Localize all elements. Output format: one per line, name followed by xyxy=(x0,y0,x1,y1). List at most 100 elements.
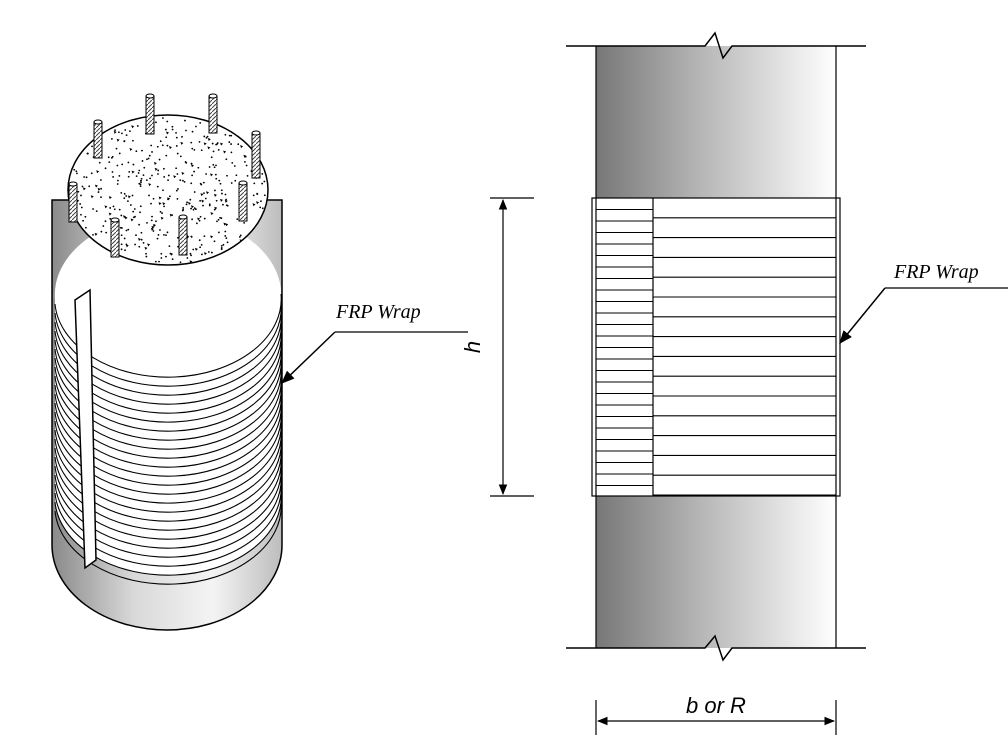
aggregate-dot xyxy=(193,191,196,193)
aggregate-dot xyxy=(177,236,179,239)
aggregate-dot xyxy=(210,251,213,254)
aggregate-dot xyxy=(121,227,123,229)
aggregate-chip xyxy=(154,167,158,171)
aggregate-dot xyxy=(191,174,194,177)
aggregate-dot xyxy=(80,194,82,197)
aggregate-dot xyxy=(145,179,148,182)
aggregate-dot xyxy=(98,161,101,164)
aggregate-dot xyxy=(124,129,127,131)
aggregate-dot xyxy=(203,235,206,237)
aggregate-dot xyxy=(182,179,184,182)
rebar xyxy=(93,121,103,159)
aggregate-dot xyxy=(203,192,205,195)
aggregate-dot xyxy=(195,125,197,128)
aggregate-dot xyxy=(120,248,123,251)
aggregate-dot xyxy=(224,235,227,237)
aggregate-dot xyxy=(147,157,150,160)
aggregate-dot xyxy=(167,197,170,200)
aggregate-dot xyxy=(114,129,116,132)
aggregate-dot xyxy=(155,220,157,223)
aggregate-dot xyxy=(125,195,128,197)
aggregate-dot xyxy=(86,152,89,155)
aggregate-dot xyxy=(184,119,186,122)
aggregate-dot xyxy=(217,218,220,221)
aggregate-dot xyxy=(120,214,123,217)
aggregate-chip xyxy=(166,131,170,135)
aggregate-dot xyxy=(166,231,169,234)
aggregate-dot xyxy=(159,210,162,213)
aggregate-dot xyxy=(192,208,195,211)
aggregate-dot xyxy=(104,167,107,170)
aggregate-chip xyxy=(203,142,207,146)
aggregate-chip xyxy=(116,138,120,142)
aggregate-dot xyxy=(166,144,169,147)
aggregate-dot xyxy=(135,234,137,237)
aggregate-dot xyxy=(110,156,113,159)
frp-wrap-leader-line-right xyxy=(839,287,886,345)
aggregate-dot xyxy=(198,239,201,242)
aggregate-dot xyxy=(116,183,119,185)
aggregate-dot xyxy=(77,190,80,193)
aggregate-dot xyxy=(123,140,126,143)
aggregate-dot xyxy=(145,255,148,258)
aggregate-dot xyxy=(237,143,240,146)
aggregate-dot xyxy=(108,161,111,164)
aggregate-dot xyxy=(112,205,115,208)
aggregate-dot xyxy=(143,166,146,169)
aggregate-dot xyxy=(137,172,140,174)
frp-wrap-leader-line-left xyxy=(281,331,336,384)
aggregate-dot xyxy=(226,241,229,244)
aggregate-dot xyxy=(197,166,200,169)
aggregate-chip xyxy=(158,202,162,206)
aggregate-dot xyxy=(152,230,155,232)
aggregate-chip xyxy=(82,187,86,191)
aggregate-chip xyxy=(131,170,135,174)
aggregate-dot xyxy=(214,173,217,176)
aggregate-chip xyxy=(252,203,256,207)
wrap-line xyxy=(54,329,282,414)
aggregate-dot xyxy=(100,187,103,190)
aggregate-chip xyxy=(197,217,201,221)
wrap-line xyxy=(54,338,282,423)
aggregate-dot xyxy=(220,217,223,220)
aggregate-dot xyxy=(82,219,84,222)
aggregate-dot xyxy=(84,226,87,229)
rebar-end xyxy=(208,93,218,99)
aggregate-dot xyxy=(202,204,204,207)
aggregate-dot xyxy=(201,253,203,256)
aggregate-dot xyxy=(116,164,119,167)
aggregate-chip xyxy=(223,150,227,154)
aggregate-dot xyxy=(235,174,238,177)
aggregate-dot xyxy=(212,163,215,166)
aggregate-dot xyxy=(146,158,148,161)
aggregate-dot xyxy=(73,168,76,171)
aggregate-dot xyxy=(193,207,196,210)
aggregate-dot xyxy=(263,180,266,183)
aggregate-dot xyxy=(186,201,188,204)
aggregate-chip xyxy=(200,193,204,197)
aggregate-chip xyxy=(206,191,210,195)
aggregate-chip xyxy=(127,195,131,199)
aggregate-dot xyxy=(199,182,202,185)
aggregate-dot xyxy=(212,150,215,153)
aggregate-dot xyxy=(176,198,179,200)
aggregate-dot xyxy=(246,174,249,177)
aggregate-chip xyxy=(201,199,205,203)
aggregate-dot xyxy=(154,260,157,263)
aggregate-dot xyxy=(136,125,139,127)
aggregate-dot xyxy=(131,194,134,197)
aggregate-dot xyxy=(141,149,143,152)
aggregate-dot xyxy=(133,216,135,219)
aggregate-dot xyxy=(213,240,216,243)
aggregate-dot xyxy=(132,163,135,166)
aggregate-dot xyxy=(259,206,262,209)
aggregate-dot xyxy=(220,246,223,249)
aggregate-dot xyxy=(190,141,193,144)
aggregate-chip xyxy=(180,141,184,145)
aggregate-dot xyxy=(166,120,169,123)
aggregate-dot xyxy=(224,230,227,233)
aggregate-dot xyxy=(123,192,126,195)
aggregate-chip xyxy=(207,146,211,150)
aggregate-chip xyxy=(190,205,194,209)
aggregate-dot xyxy=(175,131,177,134)
